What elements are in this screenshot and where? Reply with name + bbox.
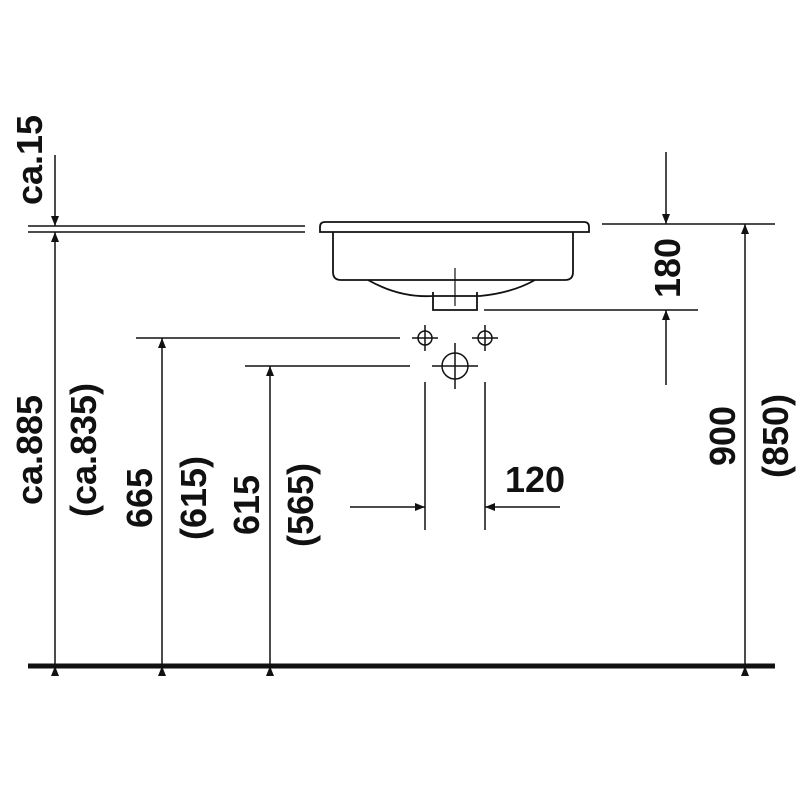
waste-height-alt-label: (565) <box>280 463 321 547</box>
supply-height-label: 665 <box>119 468 160 528</box>
waste-outlet <box>432 292 478 311</box>
total-height-alt-label: (ca.835) <box>63 383 104 517</box>
basin-bowl-bottom <box>367 279 536 298</box>
supply-height-alt-label: (615) <box>173 456 214 540</box>
supply-connection-left-icon <box>412 325 438 351</box>
basin-depth-label: 180 <box>647 238 688 298</box>
supply-spacing-label: 120 <box>505 459 565 500</box>
basin-outline <box>319 221 590 311</box>
counter-height-alt-label: (850) <box>755 394 796 478</box>
counter-height-label: 900 <box>702 406 743 466</box>
basin-bowl <box>332 232 574 281</box>
basin-rim <box>319 221 590 233</box>
top-gap-label: ca.15 <box>9 115 50 205</box>
total-height-label: ca.885 <box>9 395 50 505</box>
waste-connection-icon <box>432 343 478 389</box>
waste-height-label: 615 <box>226 475 267 535</box>
supply-connection-right-icon <box>472 325 498 351</box>
